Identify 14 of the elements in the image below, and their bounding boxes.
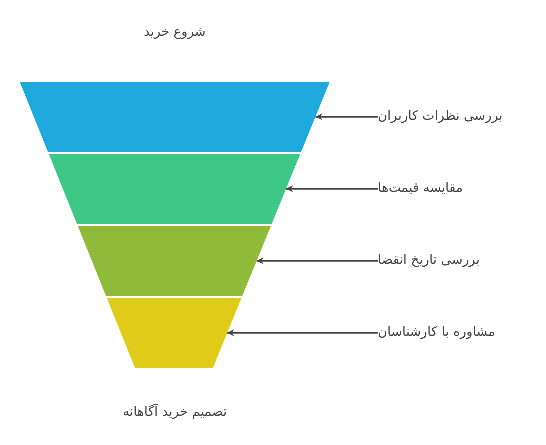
funnel-band [106, 298, 242, 368]
funnel-band [48, 154, 301, 224]
funnel-band [78, 226, 272, 296]
step-label: مقایسه قیمت‌ها [378, 181, 464, 197]
step-label: مشاوره با کارشناسان [378, 325, 496, 341]
arrow [227, 330, 378, 336]
title: شروع خرید [144, 25, 206, 41]
step-label: بررسی تاریخ انقضا [378, 253, 480, 269]
arrow [286, 186, 378, 192]
arrow [316, 114, 378, 120]
arrow [256, 258, 378, 264]
funnel-band [20, 82, 330, 152]
caption: تصمیم خرید آگاهانه [123, 405, 228, 421]
step-label: بررسی نظرات کاربران [378, 109, 503, 125]
